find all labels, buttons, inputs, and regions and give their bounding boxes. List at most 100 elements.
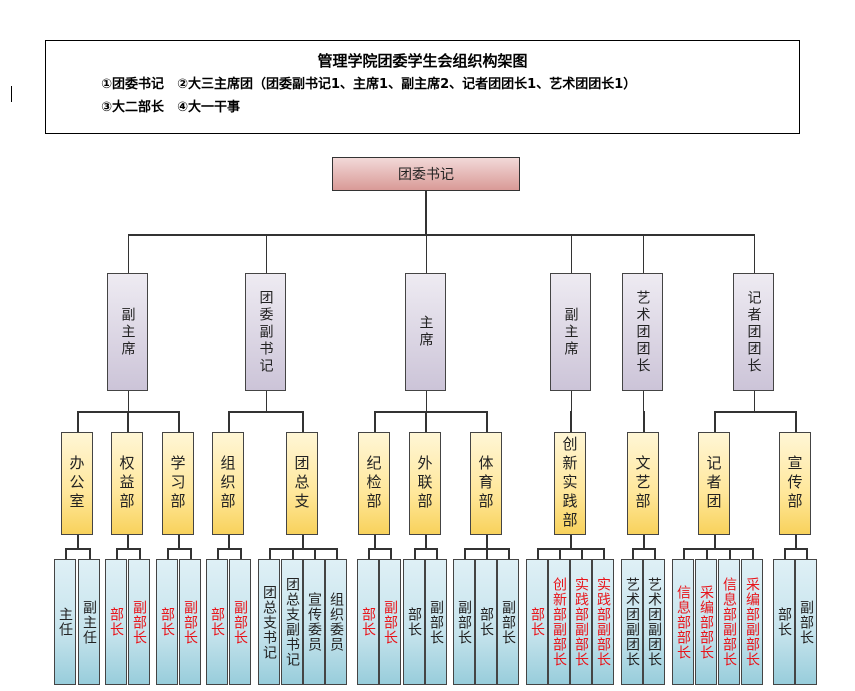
connector-line bbox=[269, 548, 338, 550]
node-level3-label: 艺术团副团长 bbox=[624, 577, 640, 667]
connector-line bbox=[784, 548, 786, 559]
connector-line bbox=[127, 391, 129, 411]
connector-line bbox=[753, 391, 755, 411]
connector-line bbox=[178, 535, 180, 548]
node-level3-label: 团总支书记 bbox=[261, 584, 277, 660]
connector-line bbox=[368, 548, 392, 550]
node-level3: 部长 bbox=[773, 559, 795, 685]
node-level3-label: 部长 bbox=[406, 607, 422, 637]
connector-line bbox=[570, 411, 572, 432]
connector-line bbox=[486, 535, 488, 548]
connector-line bbox=[127, 234, 755, 236]
node-level2: 权益部 bbox=[111, 432, 143, 535]
node-level2-label: 团总支 bbox=[292, 455, 311, 512]
connector-line bbox=[729, 548, 731, 559]
connector-line bbox=[217, 548, 242, 550]
chart-title: 管理学院团委学生会组织构架图 bbox=[317, 52, 528, 70]
connector-line bbox=[795, 411, 797, 432]
connector-line bbox=[414, 548, 416, 559]
node-level3: 副部长 bbox=[128, 559, 150, 685]
node-level3: 创新部副部长 bbox=[548, 559, 570, 685]
connector-line bbox=[167, 548, 169, 559]
node-level2: 宣传部 bbox=[779, 432, 811, 535]
connector-line bbox=[390, 548, 392, 559]
node-level3: 副部长 bbox=[379, 559, 401, 685]
node-level3-label: 副部长 bbox=[428, 599, 444, 645]
connector-line bbox=[139, 548, 141, 559]
node-level3: 采编部副部长 bbox=[741, 559, 763, 685]
node-level3: 宣传委员 bbox=[303, 559, 325, 685]
node-level3: 实践部副部长 bbox=[570, 559, 592, 685]
connector-line bbox=[683, 548, 754, 550]
connector-line bbox=[570, 391, 572, 411]
node-level1-label: 团委副书记 bbox=[257, 289, 274, 375]
connector-line bbox=[632, 548, 656, 550]
connector-line bbox=[486, 411, 488, 432]
connector-line bbox=[714, 535, 716, 548]
node-level3-label: 宣传委员 bbox=[306, 592, 322, 652]
connector-line bbox=[581, 548, 583, 559]
node-level2: 团总支 bbox=[286, 432, 318, 535]
node-level3-label: 实践部副部长 bbox=[573, 577, 589, 667]
node-level2: 外联部 bbox=[409, 432, 441, 535]
node-level3: 主任 bbox=[54, 559, 76, 685]
connector-line bbox=[336, 548, 338, 559]
node-level2-label: 组织部 bbox=[218, 455, 237, 512]
node-level3: 副部长 bbox=[425, 559, 447, 685]
node-level3: 部长 bbox=[475, 559, 497, 685]
connector-line bbox=[374, 535, 376, 548]
connector-line bbox=[228, 535, 230, 548]
connector-line bbox=[65, 548, 91, 550]
connector-line bbox=[127, 411, 129, 432]
node-level1: 记者团团长 bbox=[733, 273, 774, 391]
node-level3: 采编部部长 bbox=[695, 559, 717, 685]
node-level1-label: 主席 bbox=[417, 315, 434, 349]
node-level2-label: 体育部 bbox=[476, 455, 495, 512]
node-level3-label: 副部长 bbox=[131, 599, 147, 645]
node-level3-label: 采编部副部长 bbox=[744, 577, 760, 667]
connector-line bbox=[642, 391, 644, 411]
node-level3: 团总支书记 bbox=[258, 559, 280, 685]
node-level3-label: 副部长 bbox=[382, 599, 398, 645]
connector-line bbox=[228, 411, 230, 432]
node-level3-label: 采编部部长 bbox=[698, 584, 714, 660]
node-level3: 副部长 bbox=[795, 559, 817, 685]
connector-line bbox=[714, 411, 716, 432]
node-level3: 信息部副部长 bbox=[718, 559, 740, 685]
node-level2: 组织部 bbox=[212, 432, 244, 535]
connector-line bbox=[414, 548, 438, 550]
node-level1-label: 艺术团团长 bbox=[634, 289, 651, 375]
node-level1: 副主席 bbox=[550, 273, 591, 391]
node-level2-label: 文艺部 bbox=[633, 455, 652, 512]
node-level3-label: 主任 bbox=[57, 607, 73, 637]
node-level2: 办公室 bbox=[61, 432, 93, 535]
connector-line bbox=[425, 411, 427, 432]
node-root: 团委书记 bbox=[332, 157, 520, 191]
node-level1-label: 记者团团长 bbox=[745, 289, 762, 375]
connector-line bbox=[643, 535, 645, 548]
connector-line bbox=[425, 191, 427, 234]
connector-line bbox=[559, 548, 561, 559]
node-level3-label: 副部长 bbox=[798, 599, 814, 645]
node-level2-label: 外联部 bbox=[415, 455, 434, 512]
node-level3: 副主任 bbox=[78, 559, 100, 685]
connector-line bbox=[302, 411, 304, 432]
node-level3: 实践部副部长 bbox=[592, 559, 614, 685]
connector-line bbox=[368, 548, 370, 559]
node-level3: 部长 bbox=[206, 559, 228, 685]
connector-line bbox=[116, 548, 118, 559]
connector-line bbox=[632, 548, 634, 559]
connector-line bbox=[167, 548, 192, 550]
node-level3: 部长 bbox=[105, 559, 127, 685]
node-level1: 副主席 bbox=[107, 273, 148, 391]
node-level3-label: 部长 bbox=[529, 607, 545, 637]
node-level2-label: 学习部 bbox=[168, 455, 187, 512]
node-level3-label: 副部长 bbox=[500, 599, 516, 645]
node-level1: 团委副书记 bbox=[245, 273, 286, 391]
connector-line bbox=[217, 548, 219, 559]
node-level3-label: 信息部部长 bbox=[675, 584, 691, 660]
connector-line bbox=[570, 535, 572, 548]
connector-line bbox=[190, 548, 192, 559]
legend-line-2: ③大二部长 ④大一干事 bbox=[101, 100, 241, 115]
connector-line bbox=[753, 234, 755, 273]
